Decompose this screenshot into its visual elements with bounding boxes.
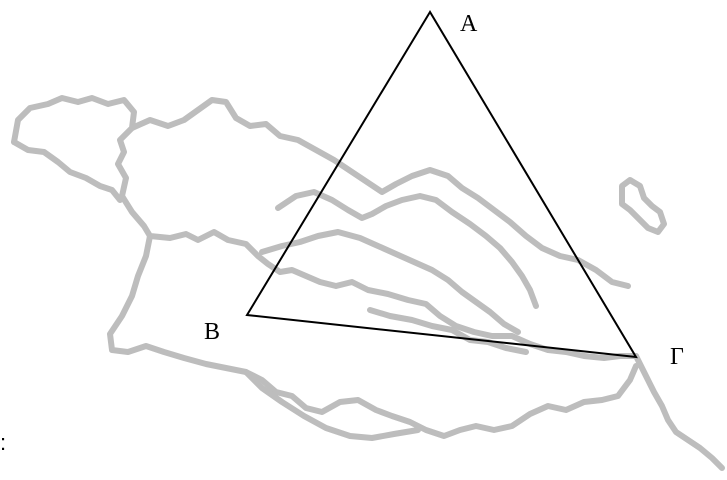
map-peninsula	[107, 233, 639, 439]
map-gulf	[275, 189, 539, 309]
map-south-coast	[243, 369, 421, 441]
vertex-label-b: B	[200, 318, 225, 346]
vertex-label-a: A	[456, 10, 482, 38]
vertex-label-gamma: Γ	[666, 343, 688, 371]
map-coast-upper	[11, 139, 123, 203]
map-region-west	[11, 95, 639, 361]
map-coast-central-north	[129, 97, 631, 289]
stray-colon-mark: :	[0, 430, 7, 455]
map-east-coast	[633, 353, 725, 471]
triangle	[245, 10, 638, 359]
map-outline	[11, 95, 725, 471]
map-ridge	[367, 307, 529, 355]
map-gulf-lower	[259, 229, 521, 335]
map-island-east	[619, 177, 667, 235]
